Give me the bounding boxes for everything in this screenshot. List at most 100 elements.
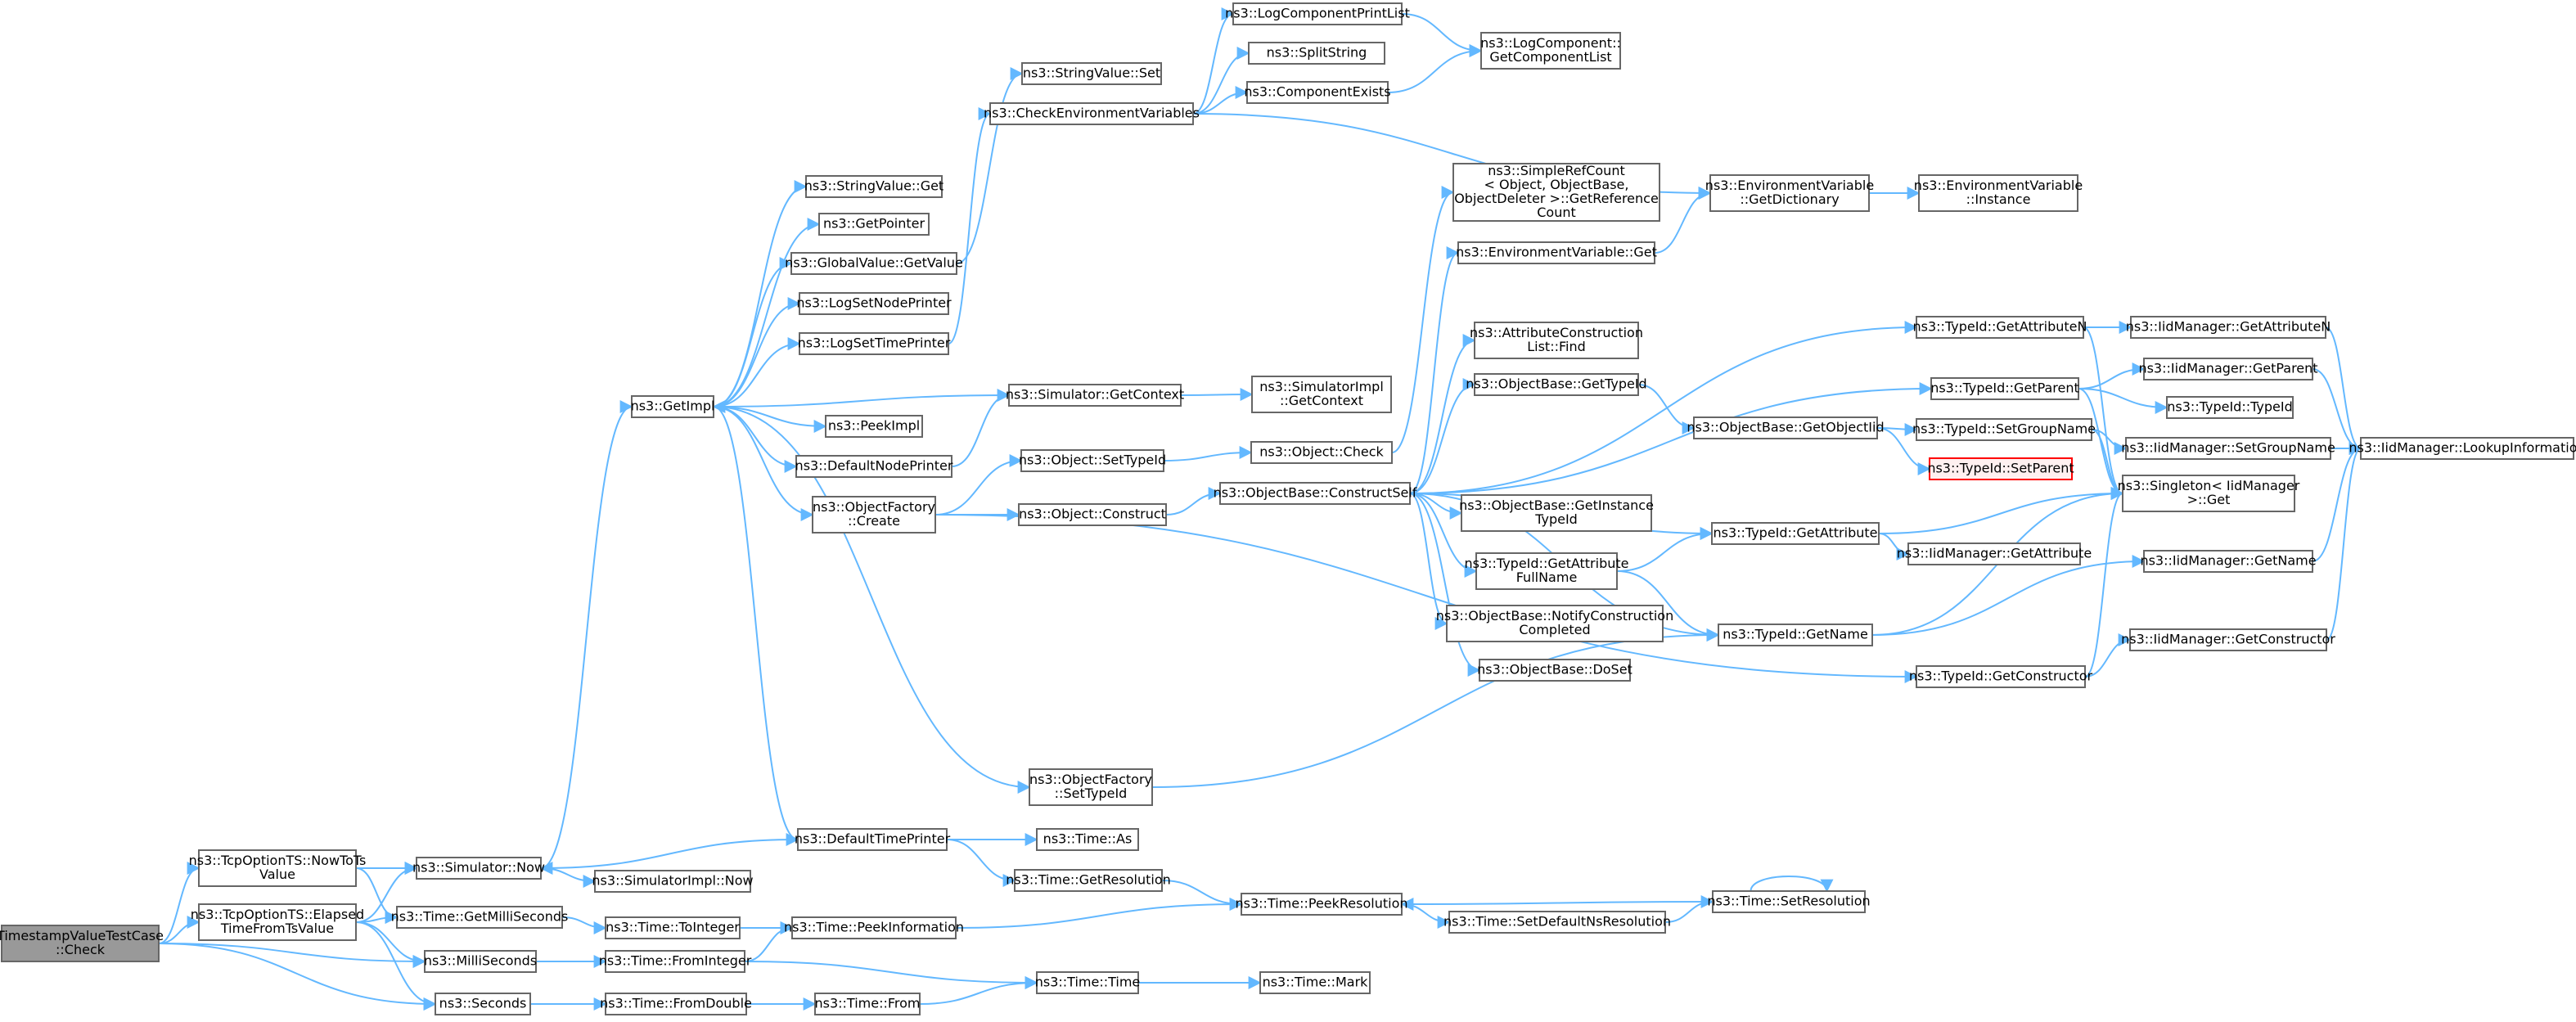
node-box[interactable] [791, 916, 957, 939]
node-box[interactable] [825, 415, 923, 438]
node-box[interactable] [1036, 971, 1139, 994]
node-box[interactable] [1474, 322, 1639, 359]
node-box[interactable] [198, 903, 357, 941]
node-getms[interactable]: ns3::Time::GetMilliSeconds [391, 906, 569, 929]
node-box[interactable] [2122, 475, 2295, 512]
node-checkenv[interactable]: ns3::CheckEnvironmentVariables [984, 102, 1200, 125]
node-simplerefcount[interactable]: ns3::SimpleRefCount< Object, ObjectBase,… [1452, 163, 1660, 222]
node-tid_setgroup[interactable]: ns3::TypeId::SetGroupName [1912, 418, 2096, 441]
node-box[interactable] [1448, 911, 1666, 934]
node-time_as[interactable]: ns3::Time::As [1036, 828, 1139, 851]
node-strval_get[interactable]: ns3::StringValue::Get [804, 175, 943, 198]
node-box[interactable] [1480, 32, 1621, 70]
node-box[interactable] [1, 925, 160, 962]
node-box[interactable] [1907, 543, 2081, 565]
node-time_time[interactable]: ns3::Time::Time [1035, 971, 1141, 994]
node-iid_getctor[interactable]: ns3::IidManager::GetConstructor [2121, 628, 2335, 651]
node-box[interactable] [1709, 174, 1870, 212]
node-box[interactable] [396, 906, 563, 929]
node-box[interactable] [1008, 384, 1182, 407]
node-obj_check[interactable]: ns3::Object::Check [1250, 441, 1393, 464]
node-logcomp_getlist[interactable]: ns3::LogComponent::GetComponentList [1480, 32, 1621, 70]
node-box[interactable] [1693, 416, 1878, 439]
node-iid_setgroup[interactable]: ns3::IidManager::SetGroupName [2121, 437, 2335, 460]
node-box[interactable] [2143, 550, 2313, 573]
node-compexists[interactable]: ns3::ComponentExists [1244, 81, 1391, 104]
node-sim_getcontext[interactable]: ns3::Simulator::GetContext [1006, 384, 1184, 407]
node-box[interactable] [1259, 971, 1371, 994]
node-peekres[interactable]: ns3::Time::PeekResolution [1235, 893, 1408, 916]
node-logcomp_printlist[interactable]: ns3::LogComponentPrintList [1225, 2, 1410, 25]
node-box[interactable] [605, 916, 741, 939]
node-box[interactable] [799, 332, 949, 355]
node-box[interactable] [1219, 482, 1411, 505]
node-box[interactable] [1474, 373, 1639, 396]
node-box[interactable] [2143, 358, 2313, 380]
node-box[interactable] [805, 175, 943, 198]
node-millis[interactable]: ns3::MilliSeconds [424, 950, 537, 973]
node-box[interactable] [1021, 62, 1162, 85]
node-obj_construct[interactable]: ns3::Object::Construct [1018, 503, 1167, 526]
node-box[interactable] [795, 455, 952, 478]
node-tid_getattrn[interactable]: ns3::TypeId::GetAttributeN [1913, 316, 2087, 339]
node-fromdouble[interactable]: ns3::Time::FromDouble [600, 993, 752, 1015]
node-ob_gettid[interactable]: ns3::ObjectBase::GetTypeId [1466, 373, 1647, 396]
node-deftimeprinter[interactable]: ns3::DefaultTimePrinter [795, 828, 951, 851]
node-box[interactable] [1930, 377, 2079, 400]
node-simimpl_now[interactable]: ns3::SimulatorImpl::Now [592, 870, 754, 893]
node-singleton_get[interactable]: ns3::Singleton< IidManager>::Get [2118, 475, 2300, 512]
node-tid_getattr[interactable]: ns3::TypeId::GetAttribute [1711, 522, 1880, 545]
node-box[interactable] [1446, 605, 1664, 642]
node-setres[interactable]: ns3::Time::SetResolution [1707, 890, 1871, 913]
node-getpointer[interactable]: ns3::GetPointer [818, 213, 930, 236]
node-objfactory_settid[interactable]: ns3::ObjectFactory::SetTypeId [1029, 768, 1153, 806]
node-ob_notify[interactable]: ns3::ObjectBase::NotifyConstructionCompl… [1436, 605, 1673, 642]
node-tid_getname[interactable]: ns3::TypeId::GetName [1718, 624, 1873, 646]
node-box[interactable] [1020, 449, 1164, 472]
node-box[interactable] [799, 292, 949, 315]
node-box[interactable] [1712, 890, 1866, 913]
node-ts_check[interactable]: TimestampValueTestCase::Check [0, 925, 164, 962]
node-ob_doset[interactable]: ns3::ObjectBase::DoSet [1477, 659, 1633, 682]
node-envvar_instance[interactable]: ns3::EnvironmentVariable::Instance [1914, 174, 2083, 212]
node-box[interactable] [416, 857, 542, 880]
node-from[interactable]: ns3::Time::From [814, 993, 921, 1015]
node-envvar_getdict[interactable]: ns3::EnvironmentVariable::GetDictionary [1705, 174, 1874, 212]
node-box[interactable] [989, 102, 1194, 125]
node-box[interactable] [2360, 437, 2574, 460]
node-gv_getvalue[interactable]: ns3::GlobalValue::GetValue [785, 252, 963, 275]
node-box[interactable] [2166, 396, 2294, 419]
node-box[interactable] [1251, 376, 1392, 413]
node-box[interactable] [1711, 522, 1880, 545]
node-setdefns[interactable]: ns3::Time::SetDefaultNsResolution [1443, 911, 1671, 934]
node-box[interactable] [2129, 628, 2327, 651]
node-box[interactable] [1916, 665, 2086, 688]
node-tid_setparent[interactable]: ns3::TypeId::SetParent [1927, 457, 2074, 480]
node-simimpl_getcontext[interactable]: ns3::SimulatorImpl::GetContext [1251, 376, 1392, 413]
node-box[interactable] [605, 993, 747, 1015]
node-box[interactable] [1929, 457, 2073, 480]
node-tid_getctor[interactable]: ns3::TypeId::GetConstructor [1909, 665, 2093, 688]
node-seconds[interactable]: ns3::Seconds [435, 993, 531, 1015]
node-box[interactable] [1918, 174, 2078, 212]
node-sim_now[interactable]: ns3::Simulator::Now [412, 857, 545, 880]
node-defnodeprinter[interactable]: ns3::DefaultNodePrinter [795, 455, 953, 478]
node-box[interactable] [605, 950, 745, 973]
node-splitstring[interactable]: ns3::SplitString [1248, 42, 1385, 65]
node-box[interactable] [1241, 893, 1403, 916]
node-box[interactable] [1246, 81, 1389, 104]
node-box[interactable] [594, 870, 751, 893]
node-objfactory_create[interactable]: ns3::ObjectFactory::Create [812, 496, 936, 534]
node-toint[interactable]: ns3::Time::ToInteger [605, 916, 741, 939]
node-box[interactable] [814, 993, 921, 1015]
node-peekimpl[interactable]: ns3::PeekImpl [825, 415, 923, 438]
node-box[interactable] [797, 828, 948, 851]
node-envvar_get[interactable]: ns3::EnvironmentVariable::Get [1456, 241, 1657, 264]
node-iid_getattrn[interactable]: ns3::IidManager::GetAttributeN [2126, 316, 2331, 339]
node-box[interactable] [2130, 316, 2326, 339]
node-box[interactable] [1916, 316, 2084, 339]
node-getresolution[interactable]: ns3::Time::GetResolution [1006, 869, 1171, 892]
node-box[interactable] [1250, 441, 1393, 464]
